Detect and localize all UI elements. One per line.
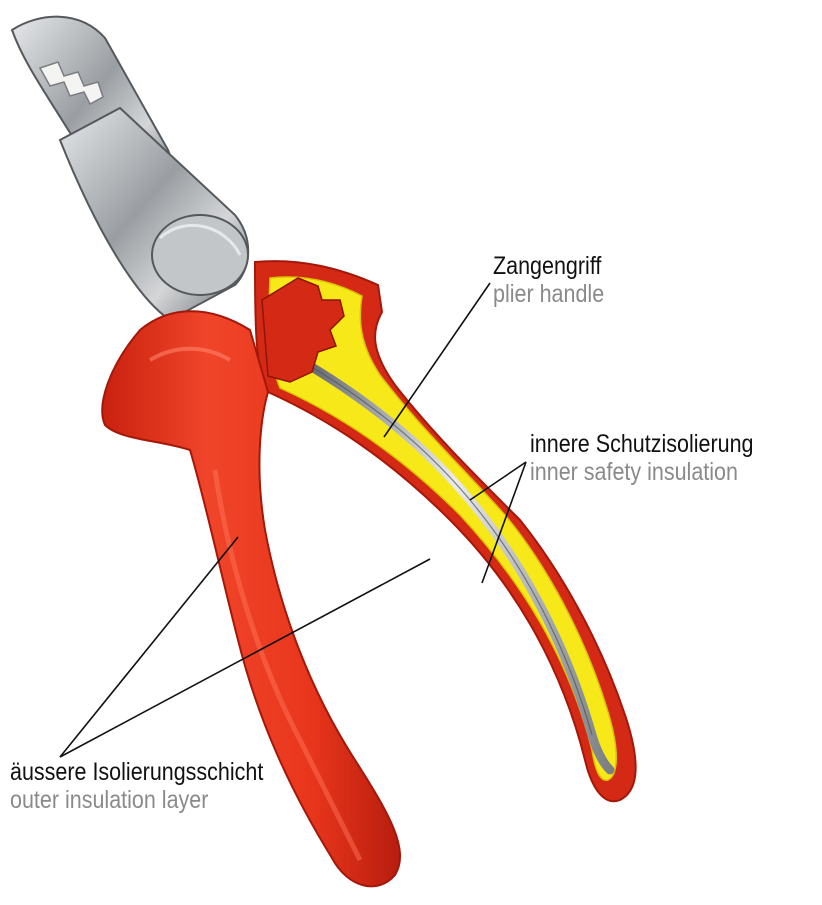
label-plier-handle-english: plier handle	[493, 280, 604, 308]
label-plier-handle-german: Zangengriff	[493, 252, 604, 280]
label-inner-insulation-english: inner safety insulation	[530, 458, 754, 486]
label-inner-insulation-german: innere Schutzisolierung	[530, 430, 754, 458]
label-plier-handle: Zangengriff plier handle	[493, 252, 622, 308]
plier-jaws	[12, 17, 248, 320]
leader-outer-insulation-a	[60, 537, 238, 757]
label-outer-insulation-english: outer insulation layer	[10, 786, 263, 814]
label-inner-insulation: innere Schutzisolierung inner safety ins…	[530, 430, 790, 486]
label-outer-insulation: äussere Isolierungsschicht outer insulat…	[10, 758, 305, 814]
label-outer-insulation-german: äussere Isolierungsschicht	[10, 758, 263, 786]
leader-plier-handle	[384, 283, 490, 437]
